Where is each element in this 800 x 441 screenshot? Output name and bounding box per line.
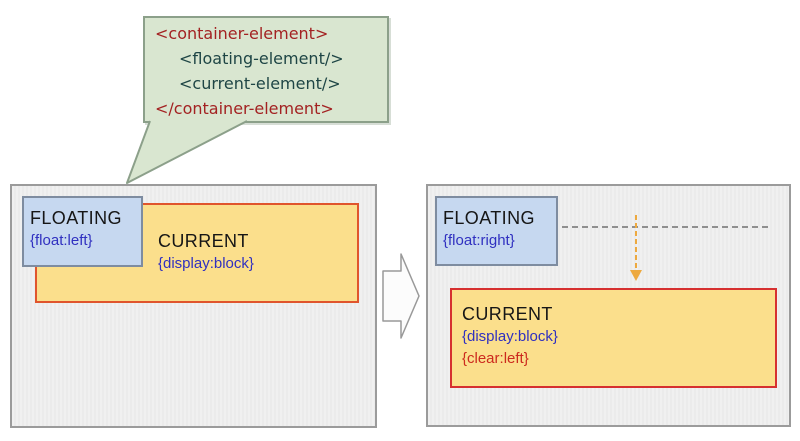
code-line-container-close: </container-element>	[155, 99, 334, 118]
current-label: CURRENT	[462, 304, 553, 324]
container-panel-before: CURRENT {display:block} FLOATING {float:…	[10, 184, 377, 428]
speech-bubble-tail	[126, 120, 248, 184]
floating-box-before: FLOATING {float:left}	[22, 196, 143, 267]
floating-label: FLOATING	[443, 208, 535, 228]
current-box-after: CURRENT {display:block} {clear:left}	[450, 288, 777, 388]
floating-box-after: FLOATING {float:right}	[435, 196, 558, 266]
floating-label: FLOATING	[30, 208, 122, 228]
code-line-current-element: <current-element/>	[179, 74, 341, 93]
transform-arrow-icon	[382, 253, 420, 339]
current-label: CURRENT	[158, 231, 249, 251]
code-snippet-bubble: <container-element> <floating-element/> …	[143, 16, 389, 123]
floating-float-style: {float:right}	[443, 232, 515, 249]
current-display-style: {display:block}	[462, 328, 558, 345]
floating-float-style: {float:left}	[30, 232, 93, 249]
code-line-floating-element: <floating-element/>	[179, 49, 344, 68]
container-panel-after: CURRENT {display:block} {clear:left} FLO…	[426, 184, 791, 427]
code-line-container-open: <container-element>	[155, 24, 329, 43]
current-display-style: {display:block}	[158, 255, 254, 272]
current-clear-style: {clear:left}	[462, 350, 529, 367]
